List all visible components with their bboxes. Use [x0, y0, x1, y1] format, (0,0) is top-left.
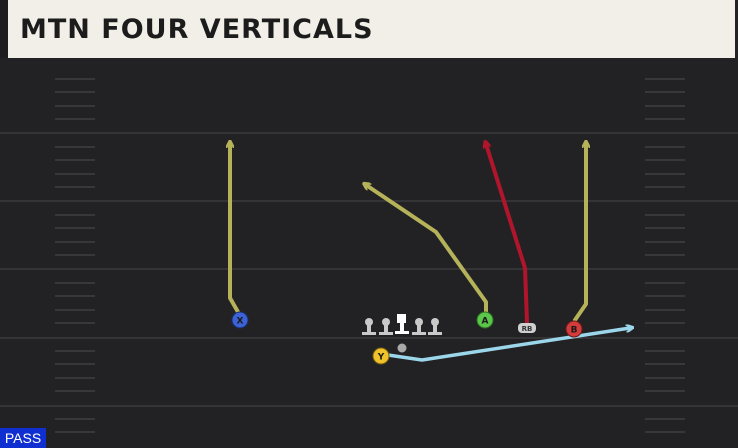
routes — [230, 144, 630, 362]
player-rb-label: RB — [522, 325, 533, 333]
player-x[interactable]: X — [231, 311, 249, 329]
lineman-icon — [379, 318, 393, 335]
player-rb[interactable]: RB — [518, 323, 536, 333]
title-bar: MTN FOUR VERTICALS — [0, 0, 738, 62]
lineman-icon — [412, 318, 426, 335]
route-y-drag — [386, 328, 630, 362]
center-icon — [395, 314, 409, 334]
title-accent — [0, 0, 8, 58]
hash-marks-right — [645, 78, 685, 433]
lineman-icon — [362, 318, 376, 335]
lineman-icon — [428, 318, 442, 335]
player-b-label: B — [571, 326, 578, 336]
title-panel: MTN FOUR VERTICALS — [0, 0, 735, 58]
play-title: MTN FOUR VERTICALS — [20, 14, 374, 45]
play-type-badge: PASS — [0, 428, 46, 448]
player-x-label: X — [237, 317, 244, 327]
route-x-vertical — [230, 144, 240, 314]
player-a-label: A — [482, 317, 489, 327]
player-y-label: Y — [377, 353, 385, 363]
offensive-line — [362, 314, 442, 335]
route-a-post — [366, 185, 488, 314]
route-b-vertical — [573, 144, 586, 322]
yard-lines — [0, 132, 738, 407]
route-rb-seam — [486, 144, 529, 324]
hash-marks-left — [55, 78, 95, 433]
quarterback-icon — [397, 343, 407, 353]
player-y[interactable]: Y — [372, 347, 390, 365]
player-b[interactable]: B — [565, 320, 583, 338]
player-a[interactable]: A — [476, 311, 494, 329]
